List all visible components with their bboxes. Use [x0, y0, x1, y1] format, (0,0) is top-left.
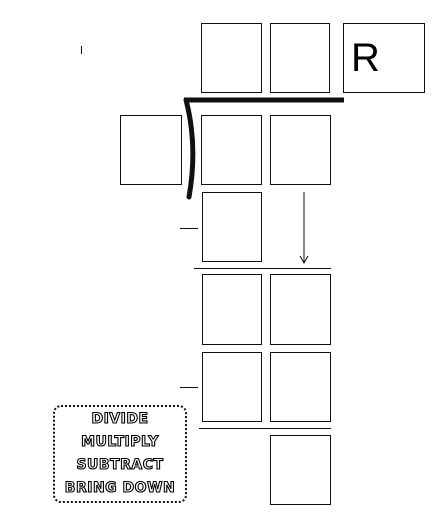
quotient-tens-box[interactable]: [201, 23, 262, 93]
stray-tick-mark: [81, 46, 82, 54]
second-subtraction-line: [199, 428, 331, 429]
remainder-box[interactable]: R: [343, 23, 425, 93]
remainder-label: R: [351, 35, 380, 80]
dividend-ones-box[interactable]: [270, 115, 331, 185]
second-product-tens-box[interactable]: [202, 352, 262, 422]
first-minus-sign: [180, 228, 198, 229]
step-divide: DiViDE: [91, 410, 149, 427]
second-product-ones-box[interactable]: [270, 352, 331, 422]
brought-down-digit-box[interactable]: [270, 274, 331, 345]
bring-down-arrow-head: [299, 255, 309, 265]
step-bring-down: BRiNG DOWN: [64, 479, 176, 496]
final-remainder-box[interactable]: [270, 435, 331, 505]
divisor-box[interactable]: [120, 115, 182, 185]
division-bracket-curve: [183, 97, 196, 200]
steps-reminder-box: DiViDE MULTiPLY SUBTRACT BRiNG DOWN: [53, 405, 187, 503]
step-subtract: SUBTRACT: [76, 456, 164, 473]
second-minus-sign: [180, 387, 198, 388]
quotient-ones-box[interactable]: [270, 23, 330, 93]
first-difference-box[interactable]: [202, 274, 262, 345]
first-product-box[interactable]: [202, 192, 262, 262]
dividend-tens-box[interactable]: [201, 115, 262, 185]
first-subtraction-line: [194, 268, 331, 269]
step-multiply: MULTiPLY: [81, 433, 159, 450]
